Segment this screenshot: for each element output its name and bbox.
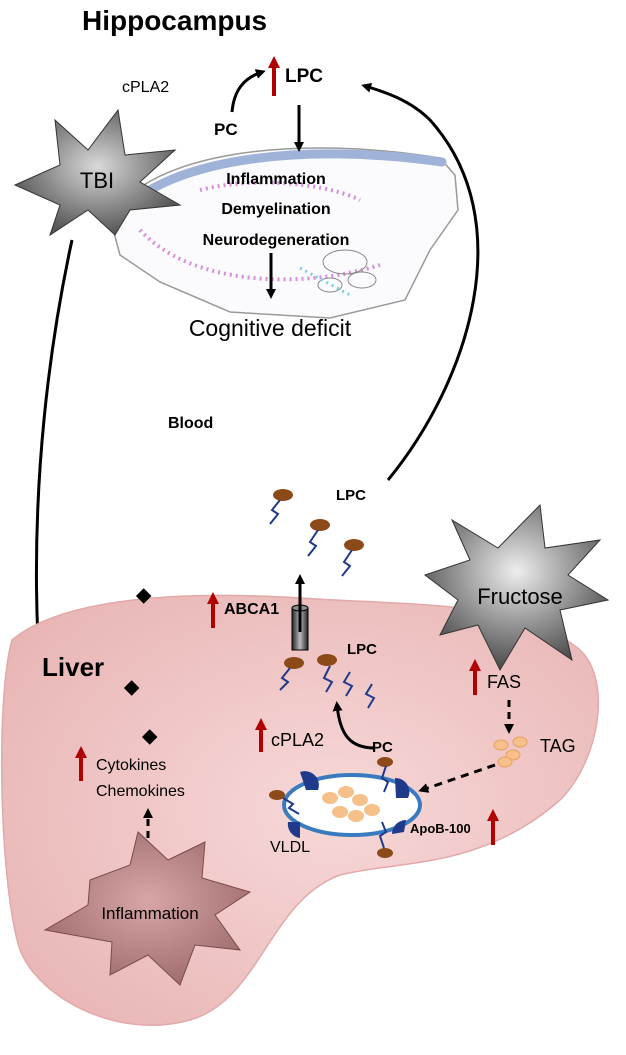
tbi-label: TBI xyxy=(80,168,114,193)
hippo-pc-label: PC xyxy=(214,120,238,139)
liver-lpc-label: LPC xyxy=(347,641,377,658)
chemokines-label: Chemokines xyxy=(96,783,185,800)
fructose-burst xyxy=(423,503,610,672)
blood-label: Blood xyxy=(168,415,213,432)
liver-label: Liver xyxy=(42,652,104,682)
cytokines-label: Cytokines xyxy=(96,757,166,774)
effect-neurodegeneration: Neurodegeneration xyxy=(203,232,350,249)
inflammation-burst xyxy=(43,831,252,986)
effect-inflammation: Inflammation xyxy=(226,171,326,188)
pc-to-lpc-arrow xyxy=(230,69,266,113)
tag-droplets xyxy=(493,736,528,768)
fructose-label: Fructose xyxy=(477,584,563,609)
vldl-label: VLDL xyxy=(270,839,310,856)
blood-lpc-label: LPC xyxy=(336,487,366,504)
effect-demyelination: Demyelination xyxy=(221,201,330,218)
abca1-label: ABCA1 xyxy=(224,601,279,618)
liver-inflammation-label: Inflammation xyxy=(101,904,198,923)
tbi-burst xyxy=(13,108,182,237)
hippocampus-title: Hippocampus xyxy=(82,5,267,36)
blood-lpc-to-hippocampus-arrow xyxy=(361,82,480,481)
hippo-cpla2-label: cPLA2 xyxy=(122,79,169,96)
liver-cpla2-label: cPLA2 xyxy=(271,730,324,750)
cognitive-deficit-label: Cognitive deficit xyxy=(189,315,352,341)
liver-pc-label: PC xyxy=(372,739,393,756)
hippo-lpc-label: LPC xyxy=(285,66,323,87)
blood-lpc-molecules xyxy=(269,489,364,577)
tag-label: TAG xyxy=(540,736,576,756)
fas-label: FAS xyxy=(487,672,521,692)
liver-lpc-molecules xyxy=(279,654,376,709)
pc-to-lpc-liver-arrow xyxy=(332,701,376,750)
vldl-particle xyxy=(269,757,422,858)
apob-label: ApoB-100 xyxy=(410,821,471,836)
hippocampus-outline xyxy=(107,147,459,319)
